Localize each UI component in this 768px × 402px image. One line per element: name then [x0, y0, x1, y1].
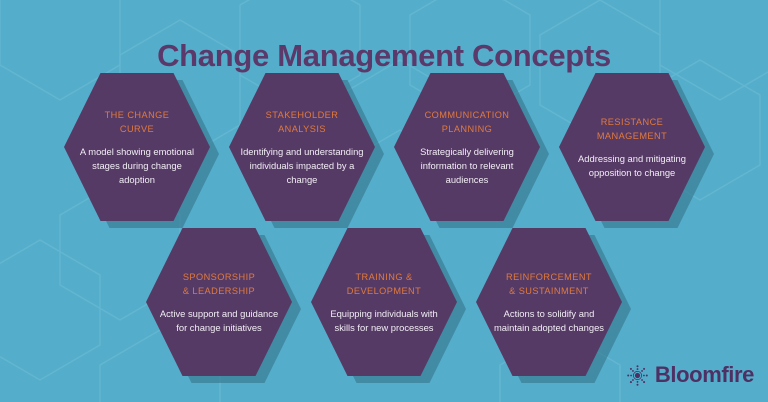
concept-description: Identifying and understanding individual… — [240, 145, 364, 185]
concept-heading: THE CHANGE CURVE — [104, 109, 170, 134]
concept-description: Strategically delivering information to … — [420, 145, 514, 185]
concept-hexagon-reinforcement-sustainment[interactable]: REINFORCEMENT & SUSTAINMENT Actions to s… — [476, 228, 631, 383]
concept-hexagon-training-development[interactable]: TRAINING & DEVELOPMENT Equipping individ… — [311, 228, 466, 383]
concept-description: Active support and guidance for change i… — [159, 307, 279, 333]
concept-heading: RESISTANCE MANAGEMENT — [596, 116, 668, 141]
concept-heading: TRAINING & DEVELOPMENT — [346, 271, 422, 296]
concept-description: A model showing emotional stages during … — [79, 145, 195, 185]
concept-hexagon-resistance-management[interactable]: RESISTANCE MANAGEMENT Addressing and mit… — [559, 73, 714, 228]
concept-description: Addressing and mitigating opposition to … — [578, 152, 686, 178]
concept-description: Actions to solidify and maintain adopted… — [494, 307, 604, 333]
starburst-icon — [627, 364, 648, 386]
concept-heading: COMMUNICATION PLANNING — [424, 109, 510, 134]
concept-description: Equipping individuals with skills for ne… — [330, 307, 438, 333]
logo-wordmark: Bloomfire — [654, 362, 754, 387]
concept-hexagon-sponsorship-leadership[interactable]: SPONSORSHIP & LEADERSHIP Active support … — [146, 228, 301, 383]
concept-hexagon-the-change-curve[interactable]: THE CHANGE CURVE A model showing emotion… — [64, 73, 219, 228]
concept-heading: SPONSORSHIP & LEADERSHIP — [182, 271, 256, 296]
concept-hexagon-stakeholder-analysis[interactable]: STAKEHOLDER ANALYSIS Identifying and und… — [229, 73, 384, 228]
concept-heading: STAKEHOLDER ANALYSIS — [265, 109, 339, 134]
concept-hexagon-communication-planning[interactable]: COMMUNICATION PLANNING Strategically del… — [394, 73, 549, 228]
bloomfire-logo: Bloomfire — [626, 362, 754, 388]
hexagon-body: TRAINING & DEVELOPMENT Equipping individ… — [311, 228, 457, 376]
page-title: Change Management Concepts — [157, 37, 611, 73]
concept-heading: REINFORCEMENT & SUSTAINMENT — [506, 271, 592, 296]
